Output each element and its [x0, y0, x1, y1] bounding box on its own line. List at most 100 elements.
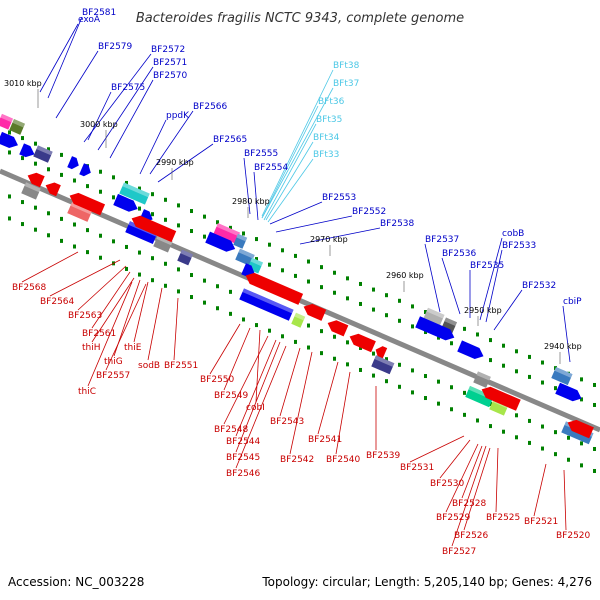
gene-label-bf2555: BF2555 [244, 149, 278, 159]
tick-mark [125, 244, 128, 249]
label-leader-line [173, 297, 179, 361]
tick-mark [216, 306, 219, 311]
label-leader-line [235, 339, 277, 437]
tick-mark [99, 189, 102, 194]
tick-mark [151, 192, 154, 197]
gene-arrow [27, 172, 45, 188]
label-leader-line [235, 341, 281, 453]
gene-arrow-shape [303, 303, 327, 321]
tick-mark [34, 141, 37, 146]
label-leader-line [279, 347, 301, 417]
tick-mark [294, 273, 297, 278]
gene-arrow [113, 193, 138, 212]
kbp-label: 2960 kbp [386, 271, 424, 280]
gene-box [125, 221, 158, 245]
tick-mark [541, 424, 544, 429]
tick-mark [346, 340, 349, 345]
tick-mark [47, 147, 50, 152]
gene-label-thig: thiG [104, 357, 123, 367]
gene-feature [177, 249, 194, 266]
label-leader-line [157, 143, 214, 183]
tick-mark [437, 401, 440, 406]
gene-label-bf2528: BF2528 [452, 499, 487, 509]
tick-mark [372, 287, 375, 292]
gene-arrow-shape [45, 182, 61, 197]
tick-mark [567, 457, 570, 462]
tick-mark [8, 194, 11, 199]
label-leader-line [255, 329, 261, 403]
label-leader-line [263, 123, 317, 221]
label-leader-line [49, 259, 121, 297]
gene-label-bf2546: BF2546 [226, 469, 261, 479]
gene-arrow-shape [245, 272, 304, 305]
gene-arrow [205, 231, 236, 252]
tick-mark [385, 313, 388, 318]
gene-box [233, 233, 248, 249]
tick-mark [255, 323, 258, 328]
tick-mark [424, 396, 427, 401]
tick-mark [320, 265, 323, 270]
tick-mark [411, 368, 414, 373]
tick-mark [489, 358, 492, 363]
label-leader-line [253, 171, 259, 221]
tick-mark [567, 435, 570, 440]
label-leader-line [133, 281, 149, 343]
tick-mark [21, 136, 24, 141]
kbp-label: 2990 kbp [156, 158, 194, 167]
kbp-label: 2940 kbp [544, 342, 582, 351]
tick-mark [164, 217, 167, 222]
label-leader-line [269, 201, 323, 225]
tick-mark [385, 379, 388, 384]
label-leader-line [439, 439, 471, 479]
tick-mark [138, 186, 141, 191]
tick-mark [268, 262, 271, 267]
tick-mark [112, 175, 115, 180]
gene-feature [371, 355, 395, 375]
gene-label-thic: thiC [78, 387, 96, 397]
gene-label-bft37: BFt37 [333, 79, 359, 89]
gene-label-bf2540: BF2540 [326, 455, 361, 465]
label-leader-line [265, 141, 314, 221]
gene-arrow-shape [79, 163, 91, 177]
tick-mark [177, 289, 180, 294]
gene-box-highlight [156, 235, 173, 246]
tick-mark [60, 152, 63, 157]
gene-box-highlight [242, 288, 294, 314]
gene-label-bft34: BFt34 [313, 133, 340, 143]
gene-box [473, 371, 491, 388]
label-leader-line [451, 445, 487, 547]
gene-label-bf2548: BF2548 [214, 425, 249, 435]
gene-label-bf2532: BF2532 [522, 281, 556, 291]
gene-arrow [457, 340, 484, 359]
label-leaders [21, 16, 571, 547]
tick-mark [372, 373, 375, 378]
tick-mark [268, 242, 271, 247]
gene-arrow [79, 163, 91, 177]
tick-mark [411, 304, 414, 309]
tick-mark [21, 222, 24, 227]
tick-mark [489, 424, 492, 429]
tick-mark [125, 266, 128, 271]
tick-mark [138, 250, 141, 255]
tick-mark [307, 259, 310, 264]
label-leader-line [223, 327, 251, 391]
kbp-label: 2980 kbp [232, 197, 270, 206]
tick-mark [398, 318, 401, 323]
tick-mark [359, 301, 362, 306]
gene-arrow-shape [205, 231, 236, 252]
label-leader-line [235, 345, 287, 469]
gene-arrow [415, 316, 455, 341]
gene-box-highlight [36, 145, 53, 156]
label-leader-line [21, 251, 79, 283]
kbp-label: 3010 kbp [4, 79, 42, 88]
label-leader-line [209, 323, 241, 375]
label-leader-line [461, 445, 483, 499]
gene-label-bf2549: BF2549 [214, 391, 249, 401]
gene-arrow-shape [67, 156, 79, 170]
gene-box-highlight [476, 371, 491, 381]
tick-mark [333, 334, 336, 339]
tick-mark [21, 156, 24, 161]
label-leader-line [441, 257, 461, 315]
gene-arrow [241, 263, 255, 277]
gene-arrow-shape [131, 215, 177, 243]
